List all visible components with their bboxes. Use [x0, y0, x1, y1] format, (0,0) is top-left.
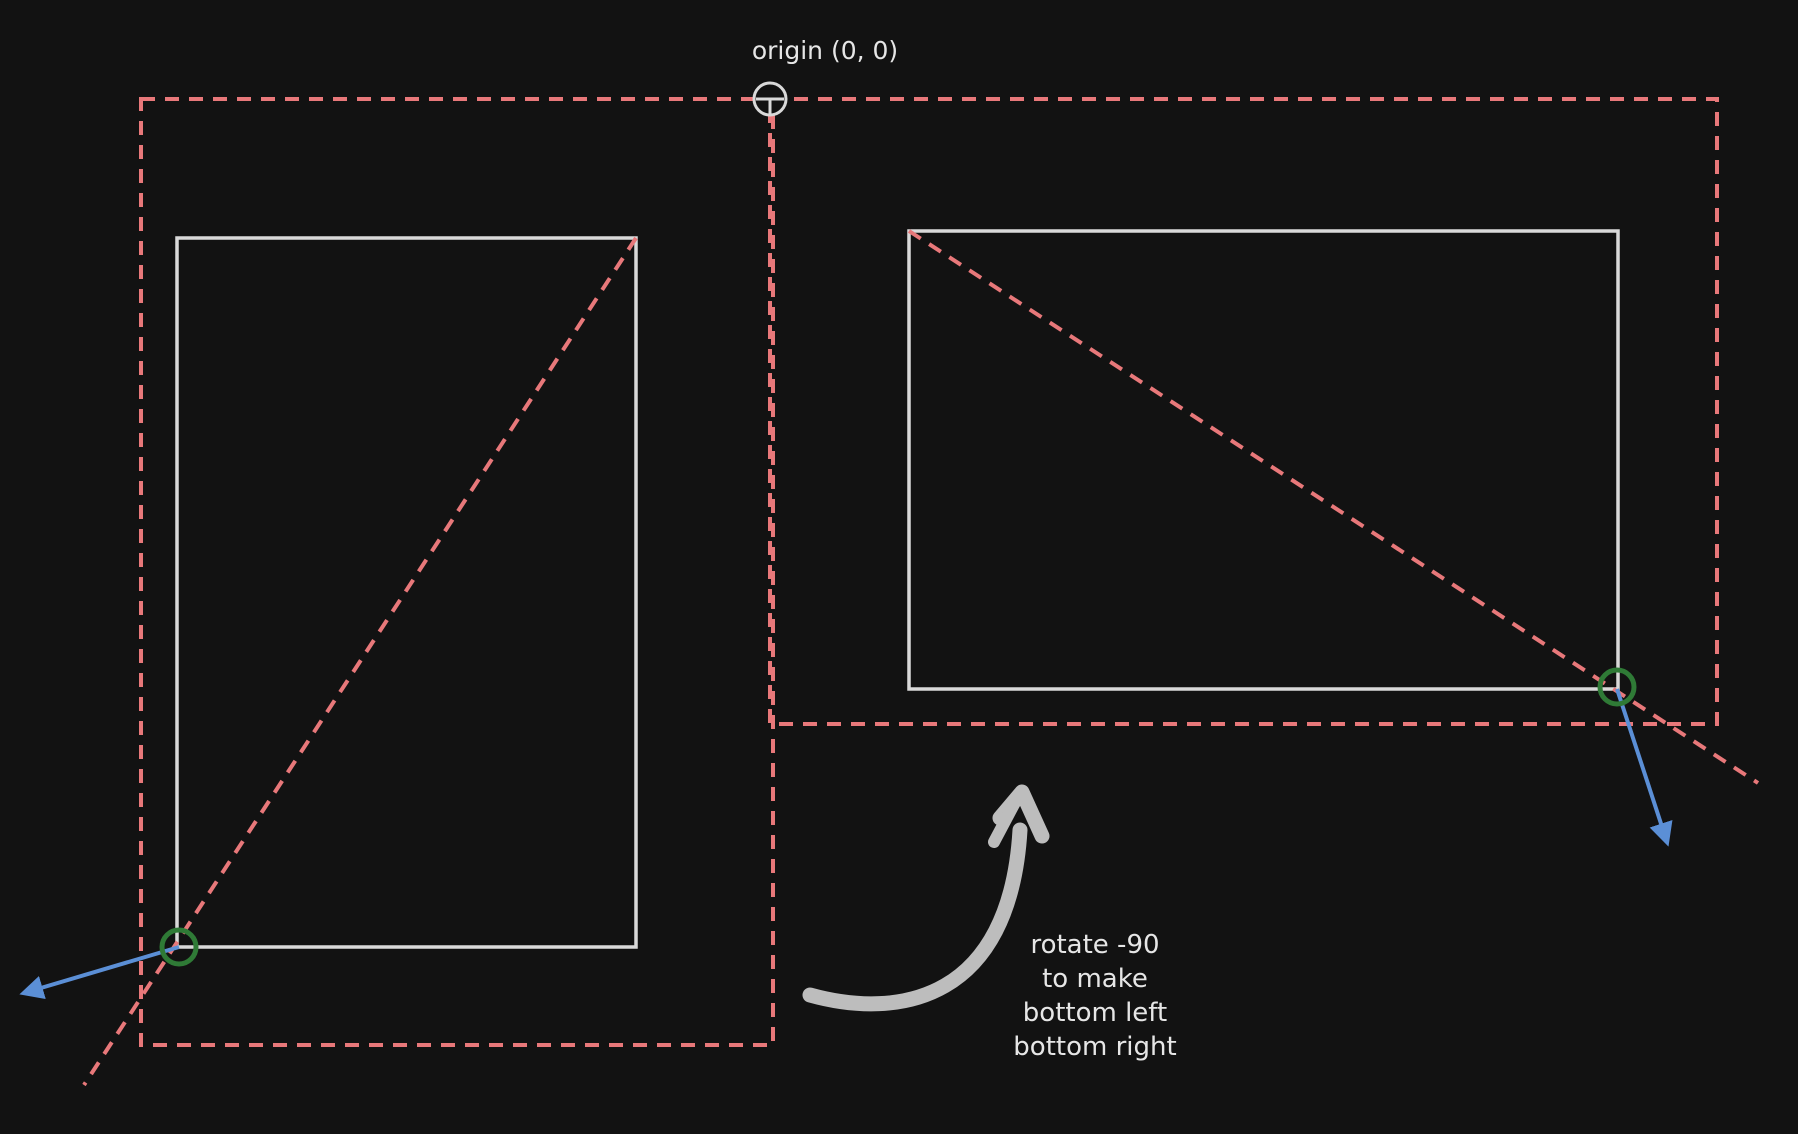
origin-label: origin (0, 0) — [751, 36, 899, 65]
left-rectangle — [175, 236, 638, 949]
note-line-1: rotate -90 — [1030, 930, 1160, 960]
rotation-curved-arrow-icon — [802, 784, 1050, 1012]
note-line-4: bottom right — [1013, 1032, 1177, 1062]
right-dashed-bounding-box — [768, 97, 1719, 726]
left-dashed-bounding-box — [139, 97, 775, 1047]
left-anchor-circle-icon — [159, 927, 199, 967]
rotation-note: rotate -90 to make bottom left bottom ri… — [960, 928, 1230, 1064]
note-line-3: bottom left — [1022, 998, 1168, 1028]
right-rectangle — [907, 229, 1620, 691]
left-direction-arrow-icon — [19, 945, 180, 1000]
note-line-2: to make — [1042, 964, 1148, 994]
right-anchor-circle-icon — [1597, 667, 1637, 707]
right-direction-arrow-icon — [1615, 688, 1673, 847]
origin-crosshair-circle-icon — [752, 81, 788, 117]
left-diagonal-dashed-line — [82, 236, 638, 1087]
